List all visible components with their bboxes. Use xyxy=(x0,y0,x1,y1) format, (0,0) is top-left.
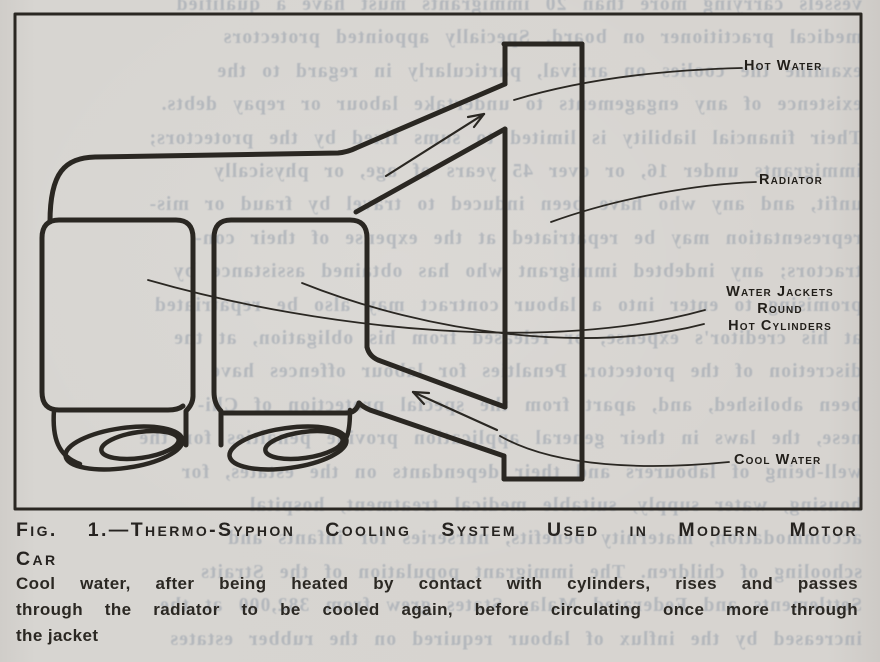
figure-caption-desc-line2: through the radiator to be cooled again,… xyxy=(16,600,858,619)
radiator-leader xyxy=(550,181,757,223)
water-jackets-label-line1: Water Jackets xyxy=(726,284,834,300)
cool-water-leader xyxy=(499,435,730,467)
figure-border xyxy=(13,12,863,511)
figure-caption-desc-line3: the jacket xyxy=(16,626,99,645)
left-cylinder-jacket xyxy=(39,217,196,448)
radiator-label: Radiator xyxy=(759,172,823,188)
figure-caption-desc-line1: Cool water, after being heated by contac… xyxy=(16,574,858,593)
right-crankcase xyxy=(227,407,353,472)
cool-water-label: Cool Water xyxy=(734,452,822,468)
leader-lines xyxy=(147,67,757,467)
water-jackets-label-line3: Hot Cylinders xyxy=(728,318,832,334)
water-jackets-leader-right xyxy=(301,282,705,339)
hot-water-label: Hot Water xyxy=(744,58,823,74)
cool-flow-arrow xyxy=(411,390,499,432)
hot-water-leader xyxy=(513,67,743,101)
water-jackets-label: Water Jackets Round Hot Cylinders xyxy=(700,284,860,335)
hot-water-pipe xyxy=(47,81,508,225)
radiator-outline xyxy=(501,41,585,482)
right-cylinder-jacket xyxy=(211,217,370,448)
water-jackets-leader-left xyxy=(147,279,706,334)
water-jackets-label-line2: Round xyxy=(757,301,803,317)
left-crankcase xyxy=(51,407,185,472)
hot-flow-arrow xyxy=(384,112,486,178)
figure-caption-title-overflow: Car xyxy=(16,548,58,570)
figure-caption-title: Fig. 1.—Thermo-Syphon Cooling System Use… xyxy=(16,519,858,541)
